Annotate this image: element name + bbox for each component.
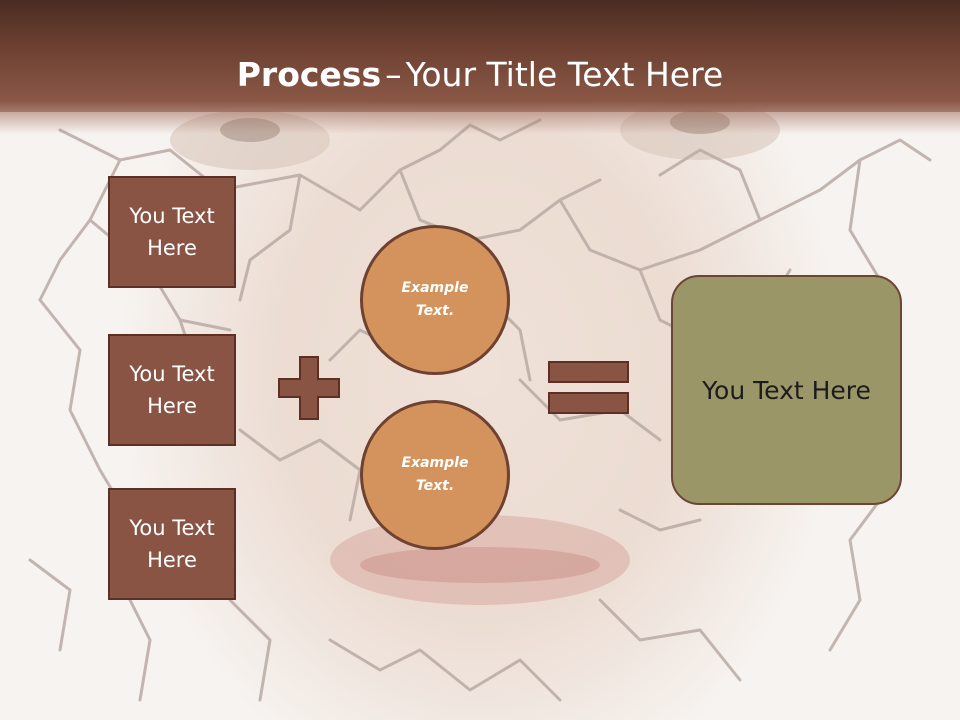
result-box[interactable]: You Text Here	[671, 275, 902, 505]
left-box-2[interactable]: You Text Here	[108, 334, 236, 446]
plus-icon	[278, 356, 340, 420]
left-box-1[interactable]: You Text Here	[108, 176, 236, 288]
title-rest-text: Your Title Text Here	[405, 55, 724, 94]
circle-label: Example Text.	[401, 455, 469, 494]
slide-title: Process–Your Title Text Here	[0, 50, 960, 100]
left-box-label: You Text Here	[129, 362, 215, 418]
title-bold-text: Process	[236, 55, 382, 94]
title-bar	[0, 0, 960, 134]
left-box-3[interactable]: You Text Here	[108, 488, 236, 600]
left-box-label: You Text Here	[129, 204, 215, 260]
left-box-label: You Text Here	[129, 516, 215, 572]
example-circle-2[interactable]: Example Text.	[360, 400, 510, 550]
equals-icon	[548, 361, 629, 414]
example-circle-1[interactable]: Example Text.	[360, 225, 510, 375]
title-dash: –	[385, 55, 402, 94]
circle-label: Example Text.	[401, 280, 469, 319]
result-box-label: You Text Here	[702, 375, 871, 405]
